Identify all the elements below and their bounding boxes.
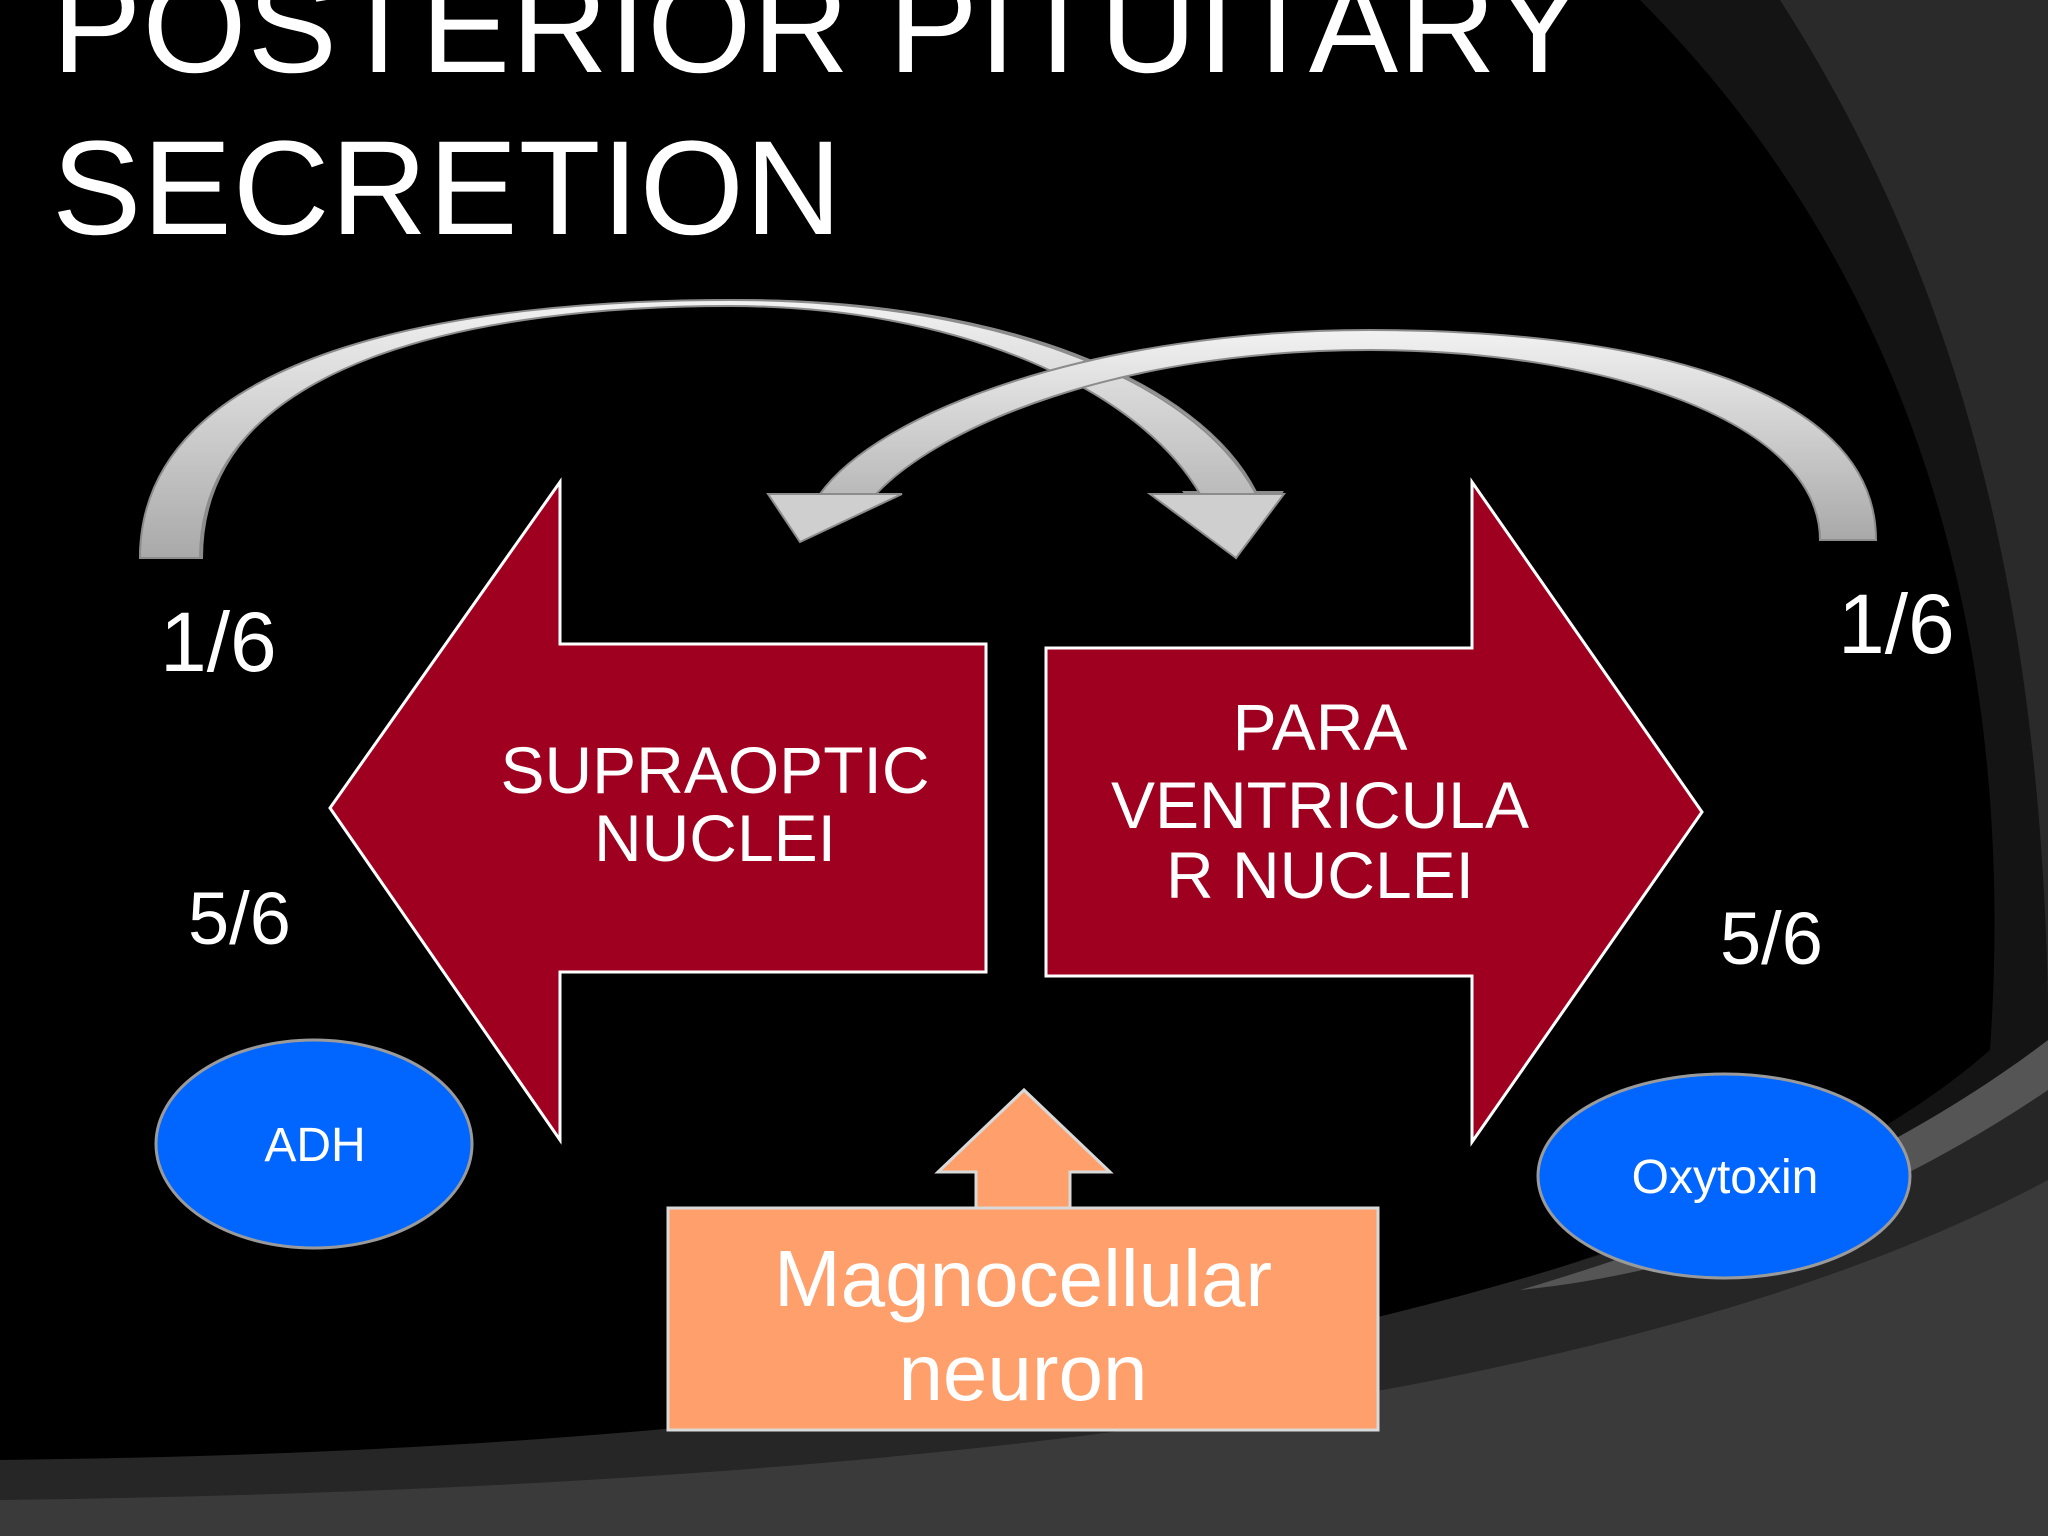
magnocellular-box (666, 1206, 1380, 1432)
oxytoxin-ellipse (1536, 1072, 1912, 1280)
oxytoxin-label: Oxytoxin (1631, 1151, 1819, 1204)
magnocellular-up-arrow (934, 1087, 1114, 1214)
paraventricular-label-line-3: R NUCLEI (1165, 838, 1475, 912)
magnocellular-label-line-2: neuron (898, 1328, 1148, 1417)
supraoptic-label-line-1: SUPRAOPTIC (500, 733, 930, 807)
curved-arrow-left-arc (138, 298, 1258, 559)
curved-arrow-left-head (1146, 493, 1286, 560)
page-title-line-2: SECRETION (52, 114, 843, 263)
adh-label: ADH (264, 1119, 366, 1172)
fraction-right-bottom: 5/6 (1720, 897, 1823, 980)
curved-arrow-right-head (766, 493, 903, 544)
magnocellular-label-line-1: Magnocellular (773, 1234, 1273, 1323)
supraoptic-arrow (328, 477, 988, 1145)
supraoptic-label: SUPRAOPTIC NUCLEI (480, 736, 950, 872)
fraction-left-top: 1/6 (160, 595, 277, 689)
page-title-line-1: POSTERIOR PITUITARY (52, 0, 1585, 101)
fraction-right-top: 1/6 (1838, 577, 1955, 671)
supraoptic-label-line-2: NUCLEI (593, 801, 837, 875)
paraventricular-label-line-2: VENTRICULA (1110, 768, 1530, 842)
curved-arrow-right-arc (818, 328, 1878, 541)
paraventricular-arrow (1044, 477, 1704, 1147)
fraction-left-bottom: 5/6 (188, 877, 291, 960)
curved-arrow-left-to-right (138, 298, 1284, 560)
paraventricular-label: PARA VENTRICULA R NUCLEI (1090, 692, 1550, 910)
adh-ellipse (154, 1038, 474, 1250)
magnocellular-label: Magnocellular neuron (668, 1232, 1378, 1420)
paraventricular-label-line-1: PARA (1232, 690, 1408, 764)
